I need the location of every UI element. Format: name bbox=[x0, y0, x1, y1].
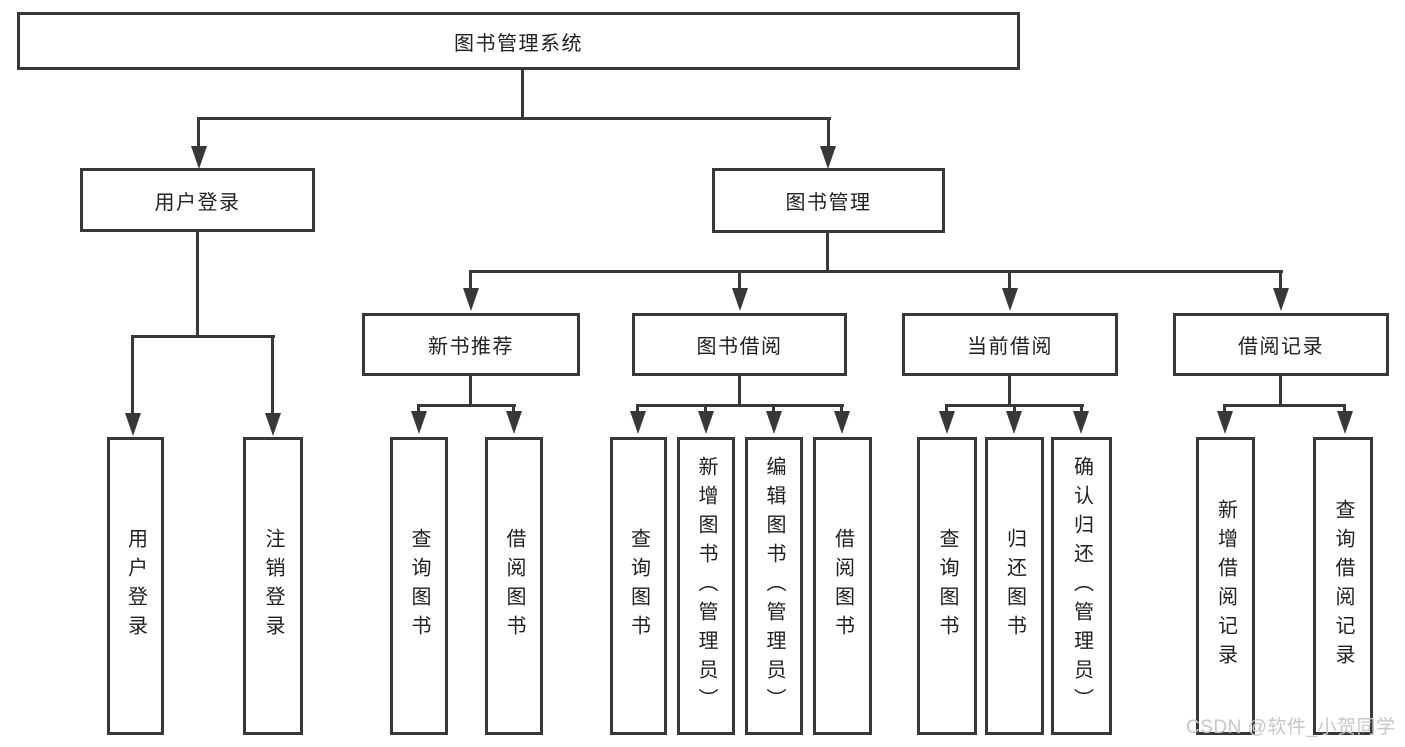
arrowhead-down-icon bbox=[1006, 411, 1022, 434]
connector-line bbox=[469, 270, 1283, 273]
node-user-login: 用户登录 bbox=[80, 168, 315, 232]
arrowhead-down-icon bbox=[125, 413, 141, 436]
connector-line bbox=[636, 404, 844, 407]
connector-line bbox=[1008, 376, 1011, 407]
leaf-label: 查询图书 bbox=[408, 528, 430, 644]
connector-line bbox=[1223, 404, 1346, 407]
connector-line bbox=[636, 404, 639, 413]
connector-line bbox=[738, 376, 741, 407]
arrowhead-down-icon bbox=[265, 413, 281, 436]
connector-line bbox=[826, 233, 829, 272]
connector-line bbox=[131, 335, 134, 415]
node-label: 新书推荐 bbox=[428, 336, 514, 358]
connector-line bbox=[1279, 376, 1282, 407]
leaf-label: 查询图书 bbox=[627, 528, 650, 644]
node-label: 当前借阅 bbox=[967, 336, 1053, 358]
connector-line bbox=[1013, 404, 1016, 413]
arrowhead-down-icon bbox=[506, 411, 522, 434]
connector-line bbox=[469, 270, 472, 291]
leaf-records-add-borrow-record: 新增借阅记录 bbox=[1196, 437, 1255, 735]
arrowhead-down-icon bbox=[411, 411, 427, 434]
connector-line bbox=[417, 404, 516, 407]
watermark: CSDN @软件_小贺同学 bbox=[1186, 717, 1396, 738]
connector-line bbox=[1343, 404, 1346, 413]
connector-line bbox=[827, 117, 830, 150]
arrowhead-down-icon bbox=[1217, 411, 1233, 434]
connector-line bbox=[197, 117, 831, 120]
connector-line bbox=[521, 70, 524, 118]
arrowhead-down-icon bbox=[939, 411, 955, 434]
leaf-label: 查询借阅记录 bbox=[1332, 499, 1354, 673]
leaf-current-confirm-return-admin: 确认归还（管理员） bbox=[1051, 437, 1112, 735]
leaf-label: 注销登录 bbox=[262, 528, 284, 644]
leaf-label: 新增图书（管理员） bbox=[695, 455, 717, 717]
leaf-current-query-books: 查询图书 bbox=[917, 437, 977, 735]
arrowhead-down-icon bbox=[1337, 411, 1353, 434]
arrowhead-down-icon bbox=[820, 146, 836, 169]
node-current-borrow: 当前借阅 bbox=[902, 313, 1118, 376]
leaf-borrow-borrow-books: 借阅图书 bbox=[813, 437, 872, 735]
leaf-recommend-query-books: 查询图书 bbox=[390, 437, 448, 735]
leaf-label: 查询图书 bbox=[936, 528, 958, 644]
arrowhead-down-icon bbox=[191, 146, 207, 169]
connector-line bbox=[840, 404, 843, 413]
connector-line bbox=[1008, 270, 1011, 291]
arrowhead-down-icon bbox=[732, 288, 748, 311]
connector-line bbox=[417, 404, 420, 413]
connector-line bbox=[738, 270, 741, 291]
connector-line bbox=[1279, 270, 1282, 291]
leaf-label: 借阅图书 bbox=[503, 528, 525, 644]
node-label: 图书借阅 bbox=[696, 336, 783, 358]
node-label: 借阅记录 bbox=[1238, 336, 1324, 358]
leaf-borrow-edit-books-admin: 编辑图书（管理员） bbox=[745, 437, 803, 735]
node-book-borrow: 图书借阅 bbox=[632, 313, 847, 376]
connector-line bbox=[196, 232, 199, 338]
connector-line bbox=[271, 335, 274, 415]
node-label: 图书管理系统 bbox=[454, 32, 583, 55]
leaf-label: 确认归还（管理员） bbox=[1070, 455, 1093, 717]
connector-line bbox=[1080, 404, 1083, 413]
connector-line bbox=[1223, 404, 1226, 413]
arrowhead-down-icon bbox=[766, 411, 782, 434]
leaf-label: 新增借阅记录 bbox=[1214, 499, 1237, 673]
leaf-label: 编辑图书（管理员） bbox=[763, 455, 785, 717]
node-label: 图书管理 bbox=[785, 192, 872, 214]
leaf-records-query-borrow-record: 查询借阅记录 bbox=[1313, 437, 1373, 735]
connector-line bbox=[469, 376, 472, 407]
arrowhead-down-icon bbox=[1073, 411, 1089, 434]
arrowhead-down-icon bbox=[834, 411, 850, 434]
arrowhead-down-icon bbox=[630, 411, 646, 434]
node-label: 用户登录 bbox=[154, 191, 241, 214]
node-book-management: 图书管理 bbox=[712, 168, 945, 233]
leaf-borrow-add-books-admin: 新增图书（管理员） bbox=[677, 437, 735, 735]
leaf-current-return-books: 归还图书 bbox=[985, 437, 1044, 735]
leaf-label: 归还图书 bbox=[1003, 528, 1026, 644]
arrowhead-down-icon bbox=[463, 288, 479, 311]
leaf-borrow-query-books: 查询图书 bbox=[610, 437, 667, 735]
node-book-management-system: 图书管理系统 bbox=[17, 12, 1020, 70]
connector-line bbox=[704, 404, 707, 413]
connector-line bbox=[945, 404, 948, 413]
leaf-label: 用户登录 bbox=[124, 528, 147, 644]
node-new-book-recommend: 新书推荐 bbox=[362, 313, 580, 376]
arrowhead-down-icon bbox=[1002, 288, 1018, 311]
connector-line bbox=[197, 117, 200, 150]
connector-line bbox=[131, 335, 275, 338]
connector-line bbox=[772, 404, 775, 413]
leaf-recommend-borrow-books: 借阅图书 bbox=[485, 437, 543, 735]
arrowhead-down-icon bbox=[1273, 288, 1289, 311]
leaf-label: 借阅图书 bbox=[831, 528, 854, 644]
leaf-logout: 注销登录 bbox=[243, 437, 303, 735]
node-borrow-records: 借阅记录 bbox=[1173, 313, 1389, 376]
arrowhead-down-icon bbox=[698, 411, 714, 434]
leaf-user-login: 用户登录 bbox=[107, 437, 164, 735]
connector-line bbox=[512, 404, 515, 413]
